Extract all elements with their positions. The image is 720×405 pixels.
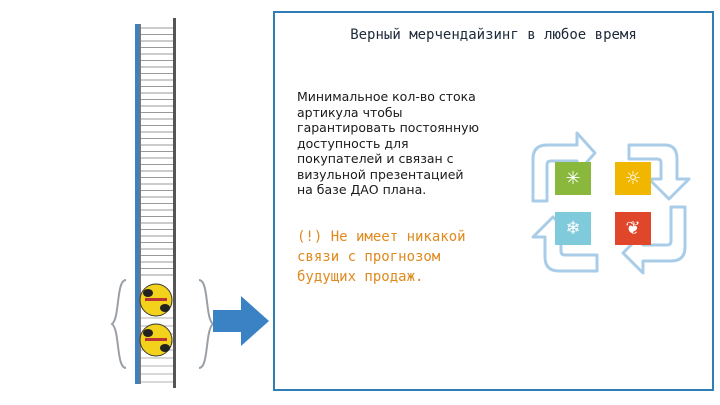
rack-blue-post [135,24,139,384]
description-line: доступность для [297,135,409,151]
winter-season-tile: ❄ [555,212,591,245]
panel-title: Верный мерчендайзинг в любое время [350,27,637,43]
cycle-arrow-top-right [627,143,691,201]
right-arrow-icon [213,296,269,346]
sun-icon: ☼ [624,167,642,189]
warning-line: будущих продаж. [297,269,424,285]
summer-season-tile: ☼ [615,162,651,195]
description-line: артикула чтобы [297,104,403,120]
shelf-rack-graphic [135,18,176,388]
snowflake-icon: ✳ [565,167,581,189]
rack-rungs [141,27,173,383]
description-line: на базе ДАО плана. [297,182,427,197]
maple-leaf-icon: ❦ [625,217,641,239]
description-line: Минимальное кол-во стока [297,89,476,104]
warning-line: связи с прогнозом [297,249,441,265]
winter-season-tile: ✳ [555,162,591,195]
forecast-warning: (!) Не имеет никакой связи с прогнозом б… [297,227,507,287]
panel-description: Минимальное кол-во стока артикула чтобы … [297,89,517,198]
shelf-rack-illustration [132,18,182,390]
ball-top [139,283,173,317]
description-line: визульной презентацией [297,166,464,182]
left-brace [110,278,128,370]
description-line: гарантировать постоянную [297,120,480,135]
ball-bottom [139,323,173,357]
info-panel: Верный мерчендайзинг в любое время Миним… [273,11,714,391]
warning-line: (!) Не имеет никакой [297,229,466,245]
autumn-season-tile: ❦ [615,212,651,245]
rack-left-post [139,24,141,384]
season-cycle-arrows [525,123,695,283]
rack-right-post [173,18,176,388]
snowflake-icon: ❄ [565,217,581,239]
description-line: покупателей и связан с [297,151,454,166]
